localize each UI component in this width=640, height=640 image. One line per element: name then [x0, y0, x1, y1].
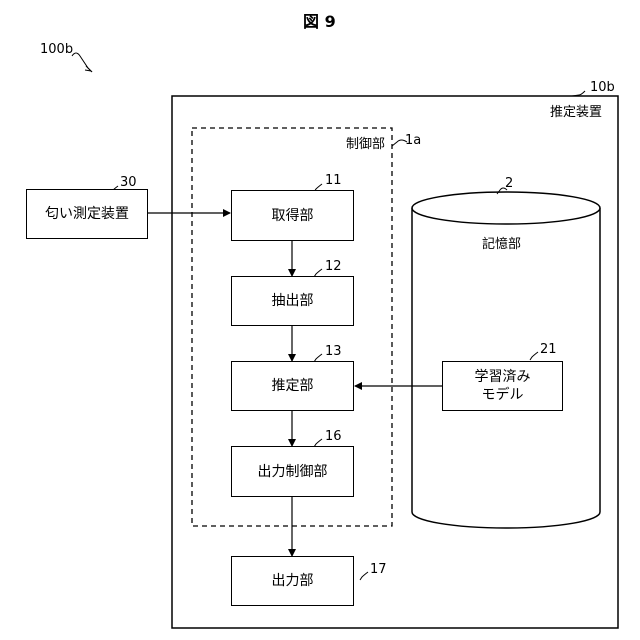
- trained-model-box: 学習済み モデル: [442, 361, 563, 411]
- device-ref: 10b: [590, 80, 615, 95]
- leader-17: [360, 572, 368, 580]
- estimate-unit-label: 推定部: [272, 377, 314, 395]
- output-unit-label: 出力部: [272, 572, 314, 590]
- extract-unit-label: 抽出部: [272, 292, 314, 310]
- trained-model-label-line1: 学習済み: [475, 368, 531, 386]
- device-label: 推定装置: [550, 101, 602, 120]
- acquire-unit-label: 取得部: [272, 207, 314, 225]
- trained-model-label-line2: モデル: [482, 386, 524, 404]
- output-control-unit-label: 出力制御部: [258, 463, 328, 481]
- acquire-unit-box: 取得部: [231, 190, 354, 241]
- leader-21: [530, 352, 538, 360]
- storage-cylinder-top: [412, 192, 600, 224]
- odor-device-ref: 30: [120, 175, 137, 190]
- extract-unit-ref: 12: [325, 259, 342, 274]
- trained-model-ref: 21: [540, 342, 557, 357]
- estimate-unit-ref: 13: [325, 344, 342, 359]
- estimate-unit-box: 推定部: [231, 361, 354, 411]
- system-ref-label: 100b: [40, 42, 73, 57]
- storage-label: 記憶部: [482, 233, 521, 252]
- figure-title: 図 9: [303, 8, 336, 32]
- acquire-unit-ref: 11: [325, 173, 342, 188]
- extract-unit-box: 抽出部: [231, 276, 354, 326]
- output-control-unit-ref: 16: [325, 429, 342, 444]
- odor-measuring-device-label: 匂い測定装置: [45, 205, 129, 223]
- control-label: 制御部: [346, 133, 385, 152]
- system-ref-leader: [72, 53, 92, 72]
- storage-ref: 2: [505, 176, 513, 191]
- output-control-unit-box: 出力制御部: [231, 446, 354, 497]
- control-ref: 1a: [405, 133, 421, 148]
- output-unit-box: 出力部: [231, 556, 354, 606]
- odor-measuring-device-box: 匂い測定装置: [26, 189, 148, 239]
- device-ref-leader: [572, 91, 585, 96]
- output-unit-ref: 17: [370, 562, 387, 577]
